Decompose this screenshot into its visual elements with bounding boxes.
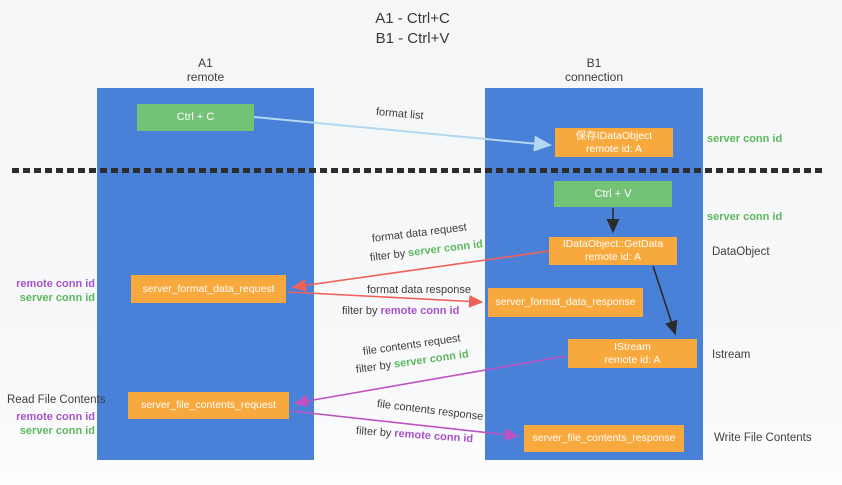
istream-subtitle: remote id: A [604, 353, 661, 366]
server-conn-id-emphasis: server conn id [407, 238, 484, 260]
write-file-contents-annotation: Write File Contents [714, 432, 812, 444]
filter-by-text: filter by [342, 305, 378, 317]
filter-by-text: filter by [369, 247, 406, 264]
file-conn-id-annotations: remote conn id server conn id [16, 411, 95, 438]
file-contents-response-label: file contents response [376, 398, 484, 423]
diagram-title: A1 - Ctrl+C B1 - Ctrl+V [330, 9, 495, 49]
lane-b1-role: connection [564, 70, 624, 84]
ctrl-v-label: Ctrl + V [594, 187, 632, 200]
remote-conn-id-emphasis: remote conn id [393, 427, 474, 446]
server-file-contents-request-label: server_file_contents_request [141, 399, 276, 411]
dataobject-annotation: DataObject [712, 246, 770, 258]
ctrl-c-label: Ctrl + C [176, 111, 215, 123]
getdata-title: IDataObject::GetData [562, 238, 664, 250]
server-file-contents-response-box: server_file_contents_response [524, 425, 684, 452]
server-conn-id-annotation: server conn id [19, 424, 95, 437]
server-conn-id-annotation: server conn id [19, 291, 95, 304]
istream-title: IStream [614, 340, 651, 353]
server-file-contents-response-label: server_file_contents_response [532, 432, 676, 444]
save-idataobject-title: 保存IDataObject [575, 129, 653, 142]
istream-annotation: Istream [712, 349, 751, 361]
format-conn-id-annotations: remote conn id server conn id [16, 278, 95, 305]
ctrl-v-box: Ctrl + V [554, 181, 672, 207]
server-conn-id-annotation-mid: server conn id [707, 211, 783, 223]
lane-b1-name: B1 [586, 56, 602, 70]
save-idataobject-box: 保存IDataObject remote id: A [555, 128, 673, 157]
title-line-a1: A1 - Ctrl+C [375, 10, 450, 27]
filter-by-text: filter by [355, 425, 392, 440]
read-file-contents-annotation: Read File Contents [7, 394, 106, 406]
remote-conn-id-annotation: remote conn id [16, 411, 95, 423]
idataobject-getdata-box: IDataObject::GetData remote id: A [549, 237, 677, 265]
server-format-data-response-box: server_format_data_response [488, 288, 643, 317]
session-divider-dashed-line [12, 168, 824, 173]
title-line-b1: B1 - Ctrl+V [375, 30, 450, 47]
lane-a1-role: remote [186, 70, 225, 84]
remote-conn-id-annotation: remote conn id [16, 278, 95, 290]
getdata-subtitle: remote id: A [584, 251, 642, 263]
ctrl-c-box: Ctrl + C [137, 104, 254, 131]
server-file-contents-request-box: server_file_contents_request [128, 392, 289, 419]
format-data-response-label: format data response [367, 284, 471, 296]
format-list-label: format list [375, 106, 425, 123]
save-idataobject-subtitle: remote id: A [585, 142, 643, 155]
server-format-data-request-label: server_format_data_request [142, 282, 275, 295]
filter-by-text: filter by [355, 359, 392, 376]
lane-header-b1: B1 connection [485, 56, 703, 84]
lane-header-a1: A1 remote [97, 56, 314, 84]
remote-conn-id-emphasis: remote conn id [380, 305, 460, 317]
lane-a1-name: A1 [198, 56, 213, 70]
server-format-data-request-box: server_format_data_request [131, 275, 286, 303]
istream-box: IStream remote id: A [568, 339, 697, 368]
server-conn-id-annotation-top: server conn id [707, 133, 783, 145]
server-format-data-response-label: server_format_data_response [495, 296, 636, 308]
